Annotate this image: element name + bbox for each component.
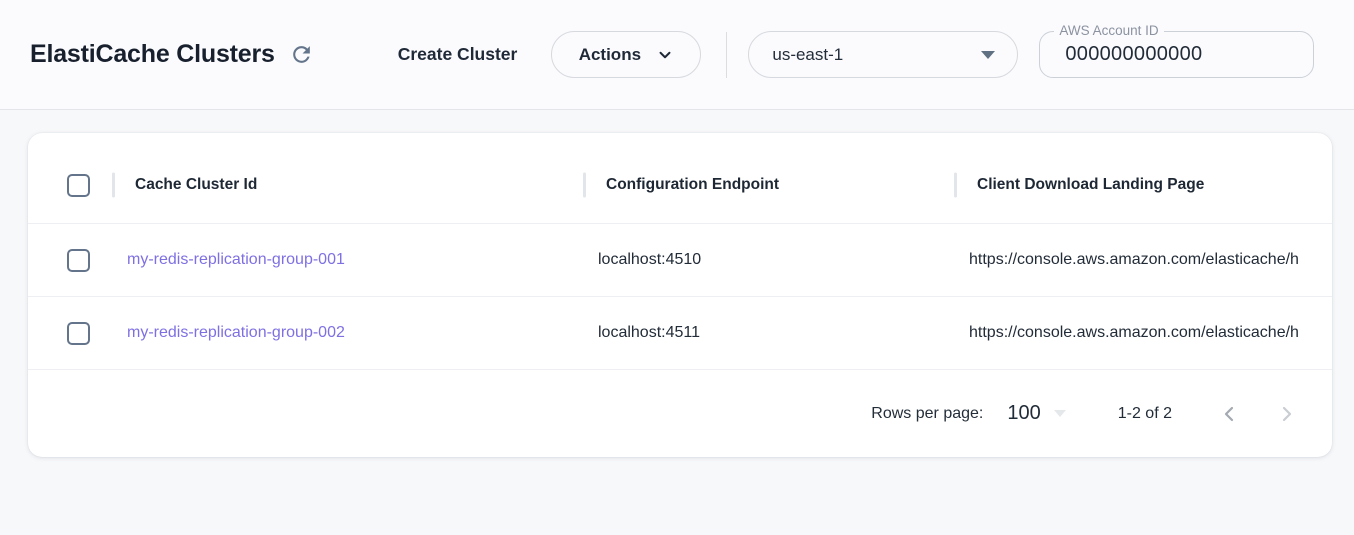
chevron-down-icon: [656, 46, 674, 64]
row-checkbox-cell: [28, 321, 113, 345]
toolbar-divider: [726, 31, 728, 78]
pagination-range-label: 1-2 of 2: [1117, 404, 1172, 422]
rows-per-page-label: Rows per page:: [871, 404, 984, 422]
rows-per-page-value: 100: [1007, 402, 1041, 424]
create-cluster-button[interactable]: Create Cluster: [397, 44, 518, 64]
table-header-row: Cache Cluster Id Configuration Endpoint …: [28, 133, 1332, 223]
actions-dropdown-button[interactable]: Actions: [551, 31, 702, 78]
caret-down-icon: [1053, 410, 1066, 417]
clusters-table-card: Cache Cluster Id Configuration Endpoint …: [28, 133, 1332, 457]
rows-per-page-select[interactable]: 100: [1007, 402, 1066, 425]
region-select-value: us-east-1: [772, 44, 844, 64]
aws-account-id-input[interactable]: [1040, 43, 1276, 66]
page-title: ElastiCache Clusters: [30, 40, 275, 68]
client-download-landing-page-cell: https://console.aws.amazon.com/elasticac…: [969, 251, 1299, 268]
select-all-checkbox[interactable]: [67, 173, 90, 197]
header-checkbox-cell: [28, 173, 113, 197]
refresh-icon: [289, 42, 314, 67]
row-checkbox-cell: [28, 248, 113, 272]
previous-page-button[interactable]: [1213, 398, 1245, 430]
cluster-link[interactable]: my-redis-replication-group-001: [127, 251, 345, 268]
caret-down-icon: [981, 50, 996, 59]
table-pagination: Rows per page: 100 1-2 of 2: [28, 369, 1332, 457]
cache-cluster-id-cell: my-redis-replication-group-002: [113, 324, 584, 342]
region-select[interactable]: us-east-1: [748, 31, 1019, 78]
chevron-left-icon: [1217, 402, 1241, 426]
row-checkbox[interactable]: [67, 248, 90, 272]
chevron-right-icon: [1275, 402, 1299, 426]
configuration-endpoint-cell: localhost:4510: [598, 251, 702, 268]
next-page-button[interactable]: [1271, 398, 1303, 430]
actions-button-label: Actions: [578, 44, 642, 64]
cache-cluster-id-cell: my-redis-replication-group-001: [113, 251, 584, 269]
column-header-configuration-endpoint[interactable]: Configuration Endpoint: [584, 176, 955, 194]
aws-account-id-field[interactable]: AWS Account ID: [1039, 23, 1315, 78]
table-row: my-redis-replication-group-001 localhost…: [28, 223, 1332, 296]
column-header-client-download-landing-page[interactable]: Client Download Landing Page: [955, 176, 1332, 194]
table-row: my-redis-replication-group-002 localhost…: [28, 296, 1332, 369]
client-download-landing-page-cell: https://console.aws.amazon.com/elasticac…: [969, 324, 1299, 341]
configuration-endpoint-cell: localhost:4511: [598, 324, 700, 341]
cluster-link[interactable]: my-redis-replication-group-002: [127, 324, 345, 341]
row-checkbox[interactable]: [67, 321, 90, 345]
aws-account-id-label: AWS Account ID: [1054, 23, 1164, 38]
top-toolbar: ElastiCache Clusters Create Cluster Acti…: [0, 0, 1354, 110]
column-header-cache-cluster-id[interactable]: Cache Cluster Id: [113, 176, 584, 194]
refresh-button[interactable]: [285, 38, 319, 72]
